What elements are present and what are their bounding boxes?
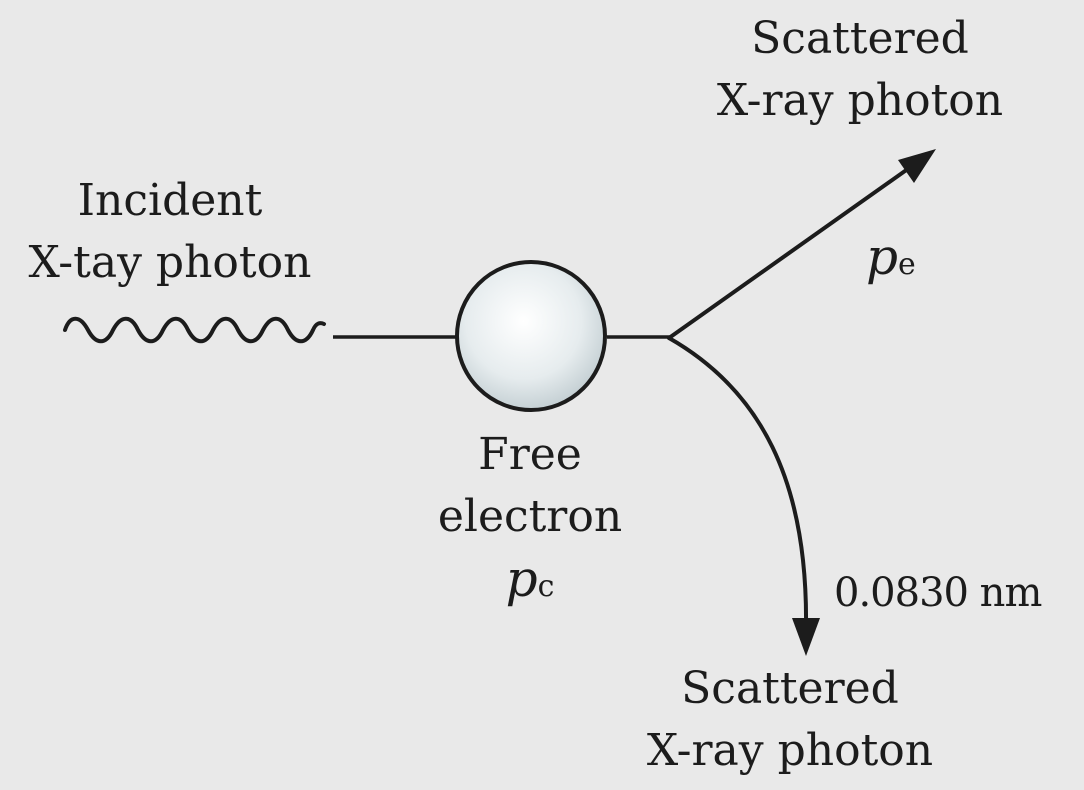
incident-label-line1: Incident (77, 175, 263, 226)
lower-scattered-curve (667, 336, 809, 630)
lower-scattered-arrowhead (792, 618, 820, 656)
free-electron-sphere (455, 260, 607, 412)
scattered-photon-top-label: Scattered X-ray photon (680, 8, 1040, 132)
momentum-pe-label: pe (866, 226, 916, 296)
scattered-photon-bottom-label: Scattered X-ray photon (610, 658, 970, 782)
scattered-top-line1: Scattered (751, 13, 969, 64)
free-electron-label: Free electron pc (410, 424, 650, 618)
incident-label-line2: X-tay photon (28, 237, 312, 288)
upper-scattered-arrowhead (898, 149, 936, 183)
momentum-pc-label: pc (410, 548, 650, 618)
momentum-pc-subscript: c (537, 569, 555, 604)
incident-photon-label: Incident X-tay photon (0, 170, 340, 294)
wavelength-label: 0.0830 nm (834, 570, 1042, 616)
momentum-pc-symbol: p (505, 550, 538, 608)
momentum-pe-symbol: p (866, 228, 899, 286)
incident-photon-wave (63, 316, 326, 344)
momentum-pe-subscript: e (898, 247, 916, 282)
upper-scattered-arrow-shaft (667, 164, 914, 340)
free-electron-line2: electron (437, 491, 623, 542)
scattered-top-line2: X-ray photon (716, 75, 1004, 126)
free-electron-line1: Free (478, 429, 582, 480)
scattered-bottom-line1: Scattered (681, 663, 899, 714)
scattered-bottom-line2: X-ray photon (646, 725, 934, 776)
